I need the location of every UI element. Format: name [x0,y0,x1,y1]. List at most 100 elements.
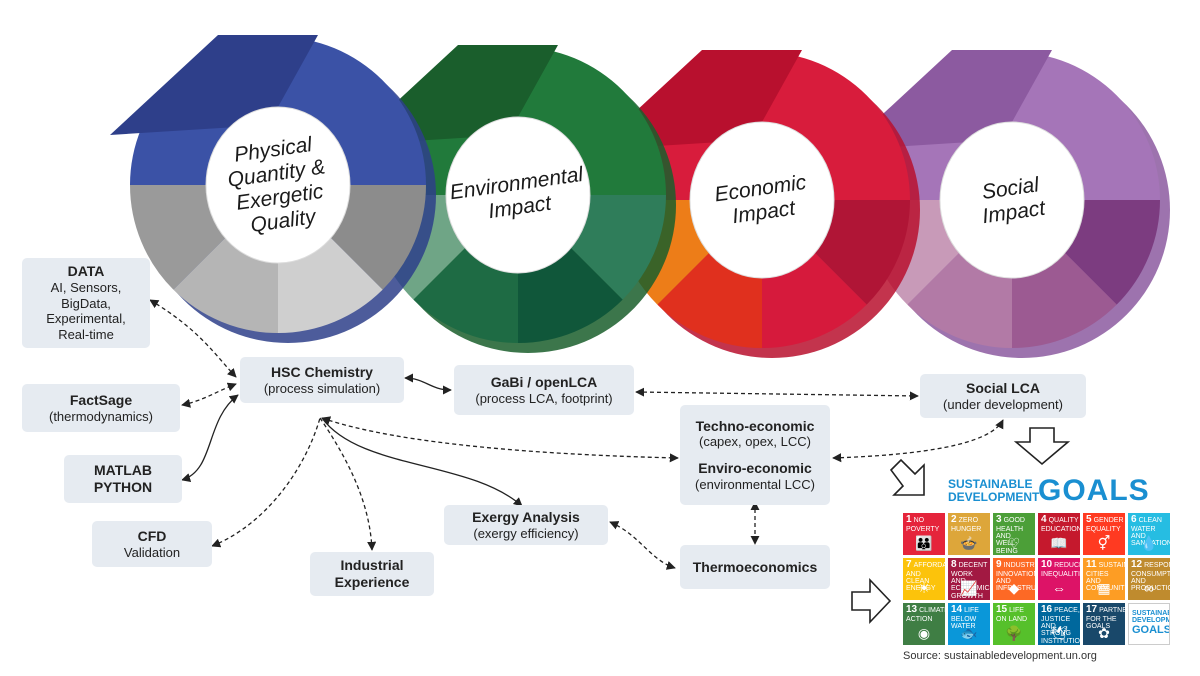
gabi-box: GaBi / openLCA (process LCA, footprint) [454,365,634,415]
enviro-title: Enviro-economic [698,460,812,476]
exergy-box: Exergy Analysis (exergy efficiency) [444,505,608,545]
social-lca-subtitle: (under development) [943,396,1063,412]
cfd-subtitle: Validation [123,544,181,560]
sdg-number: 10 [1041,559,1053,570]
sdg-6-icon: 💧 [1140,535,1158,552]
arrow-cfd-hsc [211,417,321,548]
sdg-header-logo: SUSTAINABLE DEVELOPMENT GOALS [948,474,1149,510]
data-box: DATA AI, Sensors, BigData, Experimental,… [22,258,150,348]
sdg-tile-9: 9INDUSTRY, INNOVATION AND INFRASTRUCTURE… [993,558,1035,600]
matlab-title: MATLAB [93,462,153,479]
sdg-label: AFFORDABLE AND CLEAN ENERGY [906,562,945,593]
ring-segment-1-4 [130,185,235,290]
gabi-title: GaBi / openLCA [490,373,598,390]
sdg-label: CLIMATE ACTION [906,607,945,623]
social-lca-title: Social LCA [966,379,1040,396]
sdg-number: 2 [951,514,957,525]
cfd-box: CFD Validation [92,521,212,567]
sdg-logo-line1: SUSTAINABLE [1132,610,1169,617]
python-title: PYTHON [93,479,153,495]
thermo-title: Thermoeconomics [692,558,818,575]
sdg-label: PARTNERSHIPS FOR THE GOALS [1086,607,1125,630]
sdg-16-icon: 🕊 [1050,625,1068,642]
industrial-title: Industrial [340,557,404,574]
techno-enviro-box: Techno-economic (capex, opex, LCC) Envir… [680,405,830,505]
arrow-exergy-thermo [609,521,676,570]
techno-subtitle: (capex, opex, LCC) [699,434,811,450]
sdg-logo-line3: GOALS [1132,623,1170,636]
gabi-subtitle: (process LCA, footprint) [475,390,613,406]
data-title: DATA [67,263,105,280]
sdg-12-icon: ∞ [1144,580,1154,597]
sdg-header-line1: SUSTAINABLE [948,477,1033,491]
sdg-number: 7 [906,559,912,570]
sdg-label: INDUSTRY, INNOVATION AND INFRASTRUCTURE [996,562,1035,593]
exergy-title: Exergy Analysis [472,508,580,525]
sdg-5-icon: ⚥ [1097,535,1111,552]
sdg-label: GENDER EQUALITY [1086,517,1124,533]
matlab-box: MATLAB PYTHON [64,455,182,503]
sdg-tile-12: 12RESPONSIBLE CONSUMPTION AND PRODUCTION… [1128,558,1170,600]
sdg-number: 9 [996,559,1002,570]
arrow-factsage-hsc [181,382,237,408]
sdg-number: 15 [996,604,1008,615]
sdg-9-icon: ◆ [1008,580,1020,597]
sdg-label: SUSTAINABLE CITIES AND COMMUNITIES [1086,562,1125,593]
sdg-number: 4 [1041,514,1047,525]
data-line-4: Real-time [58,326,114,342]
sdg-label: ZERO HUNGER [951,517,982,533]
sdg-label: LIFE ON LAND [996,607,1028,623]
industrial-box: Industrial Experience [310,552,434,596]
data-line-1: AI, Sensors, [50,280,122,296]
sdg-number: 8 [951,559,957,570]
hollow-arrow-diagonal [889,458,925,496]
sdg-number: 17 [1086,604,1098,615]
arrow-hsc-industrial [319,417,377,551]
sdg-header-goals: GOALS [1038,474,1150,507]
industrial-title-2: Experience [334,574,410,590]
sdg-7-icon: ☀ [917,580,931,597]
hsc-title: HSC Chemistry [271,363,373,380]
ring-center-1 [205,106,351,264]
sdg-4-icon: 📖 [1050,535,1068,552]
sdg-13-icon: ◉ [917,625,931,642]
arrow-hsc-techno [321,416,679,463]
sdg-3-icon: ♡ [1007,535,1021,552]
sdg-8-icon: 📈 [960,580,978,597]
sdg-label: LIFE BELOW WATER [951,607,979,630]
ring-center-4 [939,121,1085,279]
ring-center-3 [689,121,835,279]
sdg-17-icon: ✿ [1098,625,1110,642]
sdg-number: 11 [1086,559,1097,570]
ring-segment-4-1 [1055,200,1160,305]
hsc-box: HSC Chemistry (process simulation) [240,357,404,403]
sdg-label: DECENT WORK AND ECONOMIC GROWTH [951,562,990,600]
sdg-source: Source: sustainabledevelopment.un.org [903,650,1097,662]
sdg-number: 3 [996,514,1002,525]
thermoeconomics-box: Thermoeconomics [680,545,830,589]
sdg-number: 14 [951,604,963,615]
enviro-subtitle: (environmental LCC) [695,476,815,492]
data-line-2: BigData, [61,295,111,311]
sdg-tile-13: 13CLIMATE ACTION ◉ [903,603,945,645]
sdg-number: 16 [1041,604,1053,615]
sdg-number: 5 [1086,514,1092,525]
sdg-number: 1 [906,514,912,525]
hsc-subtitle: (process simulation) [263,380,381,396]
sdg-number: 13 [906,604,918,615]
sdg-tile-17: 17PARTNERSHIPS FOR THE GOALS✿ [1083,603,1125,645]
sdg-label: REDUCED INEQUALITIES [1041,562,1080,578]
factsage-subtitle: (thermodynamics) [48,408,154,424]
ring-segment-2-1 [561,195,666,300]
arrow-data-hsc [149,299,237,378]
hollow-arrow-right [851,578,892,624]
sdg-header-line2: DEVELOPMENT [948,489,1040,504]
